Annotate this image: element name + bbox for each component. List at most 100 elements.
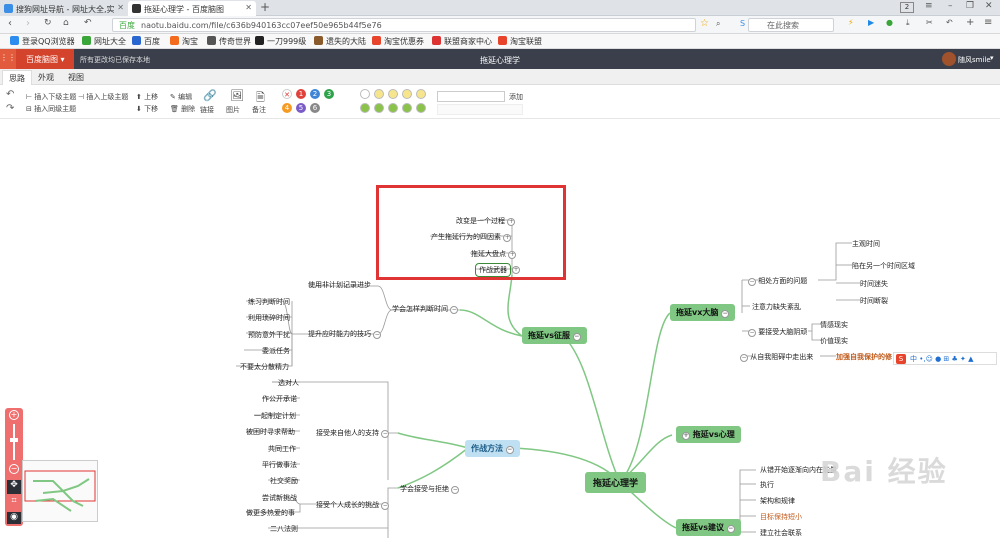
collapse-toggle-icon[interactable]: −: [505, 446, 514, 454]
list-item[interactable]: 价值现实: [820, 337, 848, 345]
collapse-toggle-icon[interactable]: −: [373, 331, 382, 339]
list-item[interactable]: 作公开承诺: [262, 395, 297, 403]
priority-5-button[interactable]: 5: [296, 103, 306, 113]
redo-icon[interactable]: ↷: [6, 103, 15, 114]
list-item[interactable]: 二八法则: [270, 525, 298, 533]
list-item[interactable]: 不要太分散精力: [240, 363, 289, 371]
expand-toggle-icon[interactable]: +: [512, 266, 520, 274]
app-grid-icon[interactable]: ⋮⋮: [0, 49, 16, 69]
user-menu-icon[interactable]: ▾: [990, 54, 994, 62]
list-item[interactable]: 选对人: [278, 379, 299, 387]
hand-tool-icon[interactable]: ✥: [7, 480, 21, 494]
bookmark-item[interactable]: 淘宝: [170, 36, 198, 47]
priority-2-button[interactable]: 2: [310, 89, 320, 99]
search-engine-icon[interactable]: S: [740, 19, 746, 28]
progress-8-button[interactable]: [402, 103, 412, 113]
ime-toolbar[interactable]: S 中 •,☺ ● ⊞ ♣ ✦ ▲: [893, 352, 997, 365]
note-button[interactable]: 备注: [252, 106, 266, 114]
zoom-in-icon[interactable]: +: [9, 410, 19, 420]
list-item[interactable]: 建立社会联系: [760, 529, 802, 537]
list-item[interactable]: 利用琐碎时间: [248, 314, 290, 322]
mindmap-node[interactable]: 提升应时能力的技巧 −: [308, 329, 382, 339]
insert-child-button[interactable]: ⊢ 插入下级主题: [26, 93, 77, 101]
tab-count-badge[interactable]: 2: [900, 2, 914, 13]
list-item[interactable]: 尝试新挑战: [262, 494, 297, 502]
mindmap-node[interactable]: 接受个人成长的挑战 −: [316, 500, 390, 510]
progress-2-button[interactable]: [388, 89, 398, 99]
scissors-icon[interactable]: ✂: [926, 18, 933, 27]
mindmap-node[interactable]: 改变是一个过程 +: [456, 216, 516, 226]
image-icon[interactable]: 🖼: [230, 89, 244, 102]
search-input[interactable]: 在此搜索: [748, 18, 834, 32]
mindmap-node[interactable]: − 从自我阻碍中走出来: [740, 352, 813, 362]
bookmark-item[interactable]: 百度: [132, 36, 160, 47]
edit-button[interactable]: ✎ 编辑: [170, 93, 193, 101]
move-up-button[interactable]: ⬆ 上移: [136, 93, 159, 101]
collapse-toggle-icon[interactable]: −: [748, 278, 756, 286]
branch-node-psychology[interactable]: + 拖延vs心理: [676, 426, 741, 443]
delete-button[interactable]: 🗑 删除: [170, 105, 196, 113]
mindmap-node[interactable]: 使用非计划记录进步: [308, 280, 371, 290]
add-icon[interactable]: +: [966, 17, 975, 28]
priority-3-button[interactable]: 3: [324, 89, 334, 99]
mindmap-node[interactable]: 注意力缺失紊乱: [752, 303, 801, 311]
insert-sibling-button[interactable]: ⊟ 插入同级主题: [26, 105, 77, 113]
new-tab-button[interactable]: +: [260, 0, 271, 14]
bookmark-item[interactable]: 传奇世界: [207, 36, 251, 47]
list-item[interactable]: 委派任务: [262, 347, 290, 355]
label-input[interactable]: [437, 91, 505, 102]
collapse-toggle-icon[interactable]: −: [381, 430, 390, 438]
list-item[interactable]: 执行: [760, 481, 774, 489]
add-label-button[interactable]: 添加: [509, 93, 523, 101]
zoom-out-icon[interactable]: −: [9, 464, 19, 474]
list-item[interactable]: 架构和规律: [760, 497, 795, 505]
collapse-toggle-icon[interactable]: −: [726, 525, 735, 533]
progress-4-button[interactable]: [416, 89, 426, 99]
progress-3-button[interactable]: [402, 89, 412, 99]
mindmap-node[interactable]: − 相处方面的问题: [748, 276, 807, 286]
close-window-icon[interactable]: ✕: [985, 1, 993, 11]
list-item[interactable]: 一起制定计划: [254, 412, 296, 420]
expand-toggle-icon[interactable]: +: [508, 251, 517, 259]
restore-icon[interactable]: ❐: [966, 1, 975, 11]
progress-7-button[interactable]: [388, 103, 398, 113]
close-tab-icon[interactable]: ✕: [117, 3, 124, 12]
mindmap-node[interactable]: − 要接受大脑阴顽: [748, 327, 807, 337]
undo-icon[interactable]: ↶: [6, 89, 15, 100]
root-node[interactable]: 拖延心理学: [585, 472, 647, 493]
brand-menu-button[interactable]: 百度脑图 ▾: [16, 49, 74, 69]
progress-9-button[interactable]: [416, 103, 426, 113]
priority-1-button[interactable]: 1: [296, 89, 306, 99]
more-menu-icon[interactable]: ≡: [984, 17, 993, 28]
list-item[interactable]: 社交奖励: [270, 477, 298, 485]
mindmap-node[interactable]: 接受来自他人的支持 −: [316, 428, 390, 438]
list-item[interactable]: 练习判断时间: [248, 298, 290, 306]
branch-node-brain[interactable]: 拖延vx大脑 −: [670, 304, 736, 321]
ime-mode-icon[interactable]: 中 •,☺ ● ⊞ ♣ ✦ ▲: [910, 355, 974, 363]
collapse-toggle-icon[interactable]: −: [721, 310, 730, 318]
download-icon[interactable]: ⤓: [906, 18, 910, 27]
list-item[interactable]: 加强自我保护的修: [836, 353, 892, 361]
lightning-icon[interactable]: ⚡: [848, 18, 854, 27]
progress-1-button[interactable]: [374, 89, 384, 99]
bookmark-item[interactable]: 遗失的大陆: [314, 36, 366, 47]
priority-4-button[interactable]: 4: [282, 103, 292, 113]
collapse-toggle-icon[interactable]: −: [740, 354, 748, 362]
list-item[interactable]: 时间断裂: [860, 297, 888, 305]
tab-view[interactable]: 视图: [68, 73, 84, 82]
priority-6-button[interactable]: 6: [310, 103, 320, 113]
collapse-toggle-icon[interactable]: −: [451, 486, 460, 494]
browser-tab-sogou[interactable]: 搜狗网址导航 - 网址大全,实 ✕: [0, 1, 128, 16]
insert-parent-button[interactable]: ⊣ 插入上级主题: [78, 93, 129, 101]
list-item[interactable]: 平行做事法: [262, 461, 297, 469]
refresh-icon[interactable]: ↻: [44, 18, 52, 28]
home-icon[interactable]: ⌂: [63, 18, 69, 28]
play-icon[interactable]: ▶: [868, 18, 875, 27]
branch-node-conquer[interactable]: 拖延vs征服 −: [522, 327, 587, 344]
history-icon[interactable]: ↶: [84, 18, 92, 28]
clear-priority-icon[interactable]: ✕: [282, 89, 292, 99]
bookmark-item[interactable]: 淘宝联盟: [498, 36, 542, 47]
list-item[interactable]: 预防意外干扰: [248, 331, 290, 339]
link-button[interactable]: 链接: [200, 106, 214, 114]
